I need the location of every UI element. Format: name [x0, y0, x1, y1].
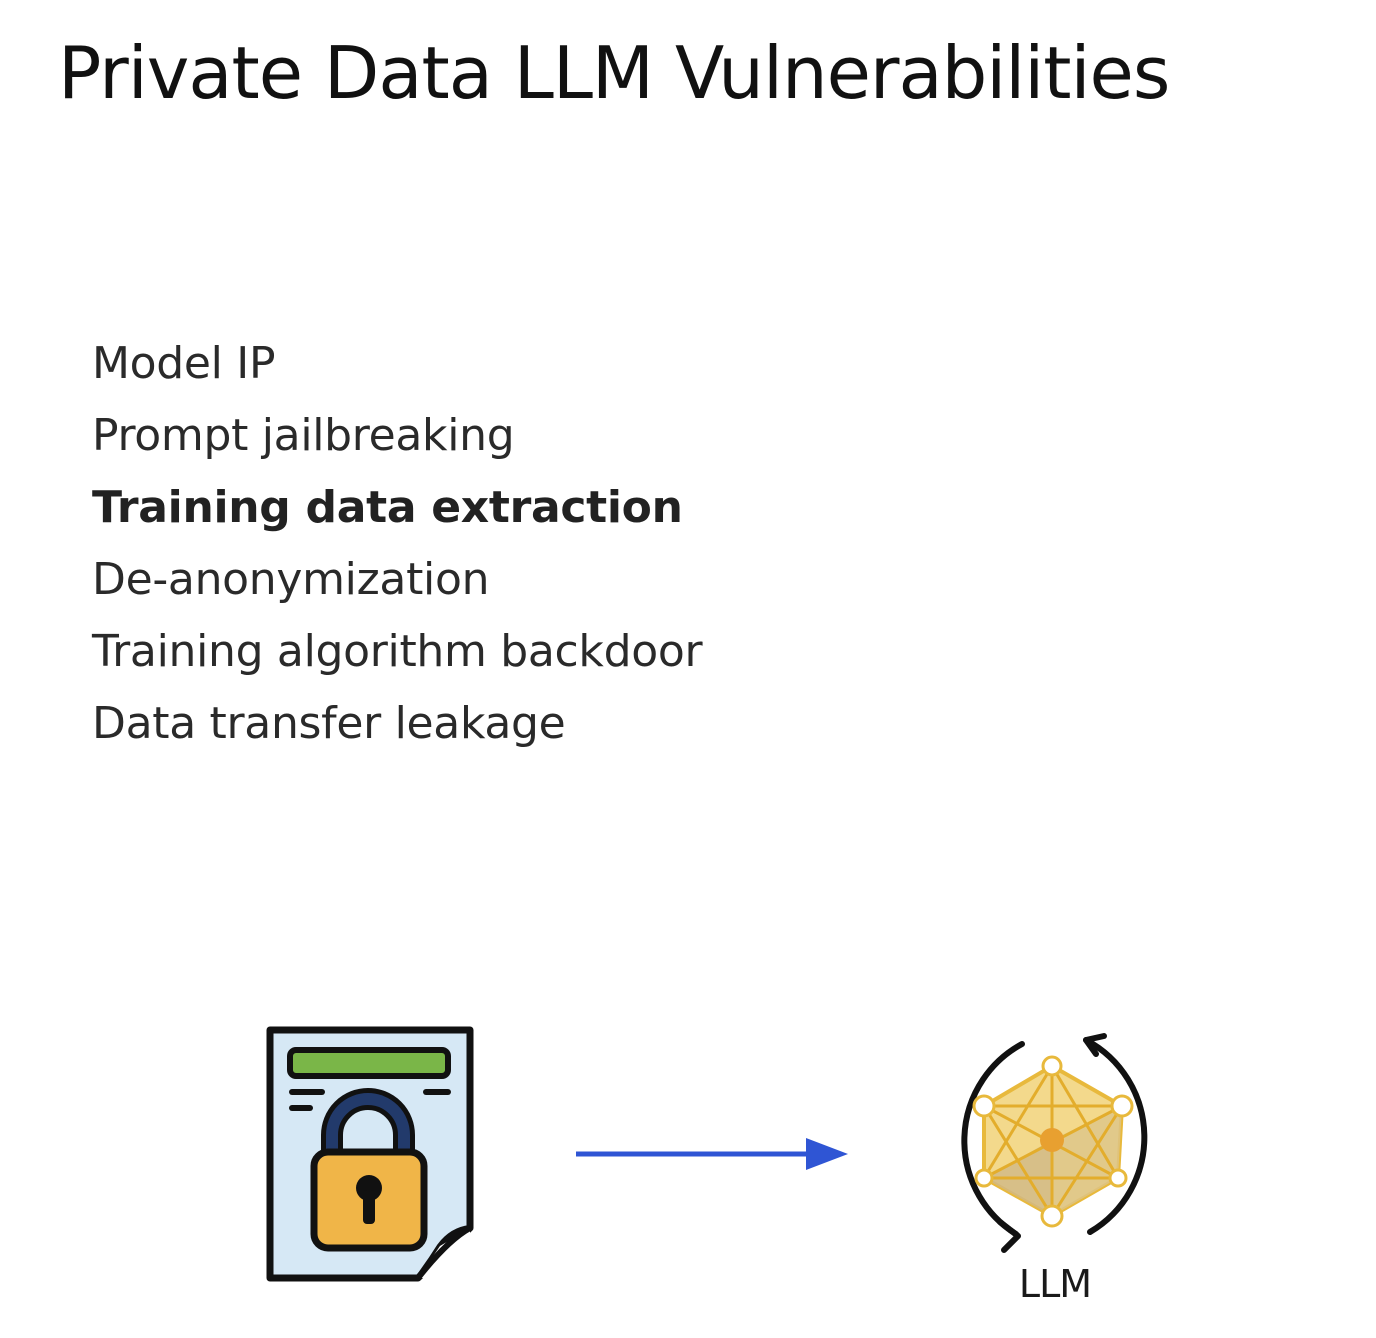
- llm-network-icon: [961, 1033, 1148, 1253]
- arrow-right-icon: [576, 1138, 848, 1170]
- list-item-highlighted: Training data extraction: [92, 482, 683, 533]
- list-item: Data transfer leakage: [92, 698, 566, 749]
- data-flow-diagram: [266, 1026, 1148, 1282]
- list-item: Training algorithm backdoor: [92, 626, 703, 677]
- list-item: Prompt jailbreaking: [92, 410, 515, 461]
- list-item: De-anonymization: [92, 554, 490, 605]
- list-item: Model IP: [92, 338, 276, 389]
- vulnerability-list: Model IP Prompt jailbreaking Training da…: [92, 328, 703, 760]
- locked-document-icon: [266, 1026, 474, 1282]
- page-title: Private Data LLM Vulnerabilities: [58, 31, 1170, 115]
- llm-label: LLM: [1018, 1262, 1092, 1306]
